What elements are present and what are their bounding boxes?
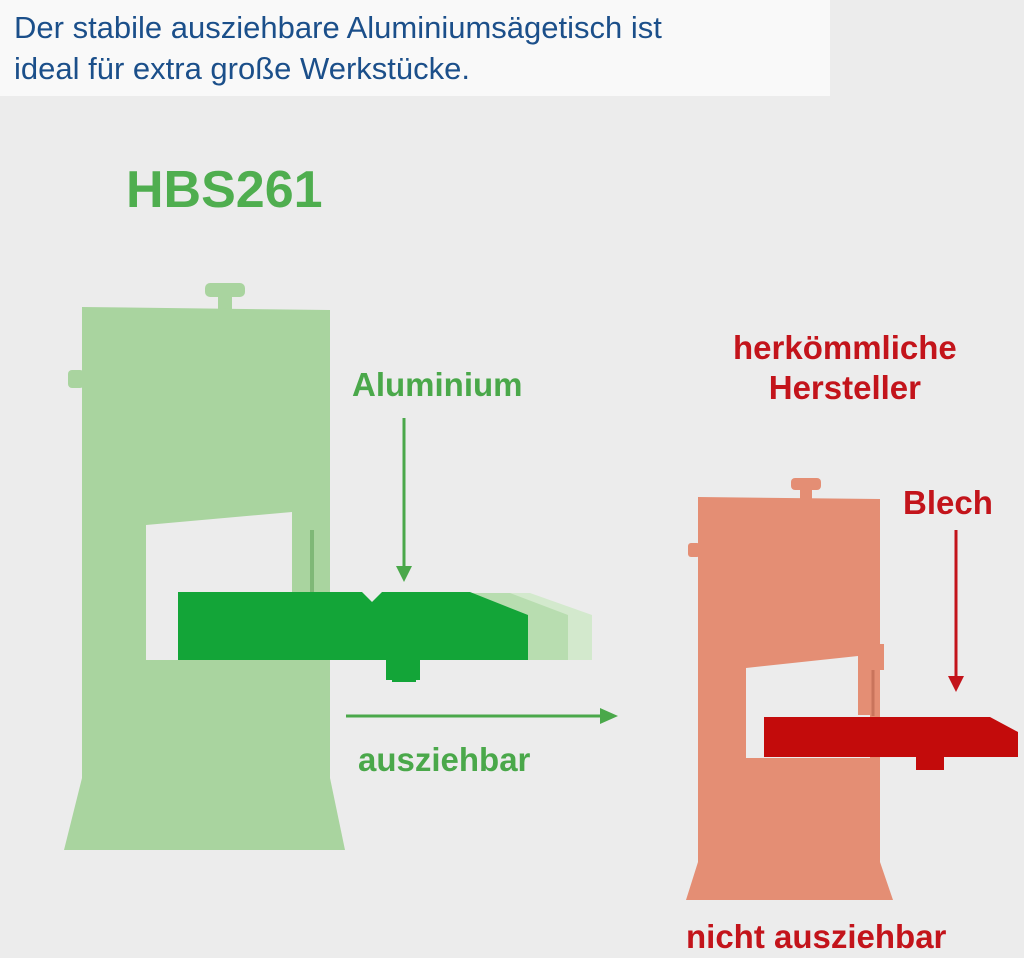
- left-blade-guide: [292, 497, 328, 530]
- not-extendable-label: nicht ausziehbar: [686, 918, 947, 955]
- right-side-knob: [688, 543, 700, 557]
- left-saw-table: [178, 592, 528, 680]
- header-line-1: Der stabile ausziehbare Aluminiumsägetis…: [14, 10, 662, 45]
- aluminium-label: Aluminium: [352, 366, 523, 403]
- left-table-clamp: [392, 676, 416, 682]
- left-knob-stem: [218, 295, 232, 309]
- left-side-knob: [68, 370, 84, 388]
- extendable-label: ausziehbar: [358, 741, 531, 778]
- conventional-label: herkömmliche Hersteller: [733, 328, 957, 408]
- right-tension-knob: [791, 478, 821, 490]
- conventional-label-line-1: herkömmliche: [733, 329, 957, 366]
- sheet-metal-label: Blech: [903, 484, 993, 521]
- right-saw-table: [764, 717, 1018, 770]
- left-bandsaw: [64, 283, 618, 850]
- conventional-label-line-2: Hersteller: [768, 369, 921, 406]
- extend-arrow-head: [600, 708, 618, 724]
- model-title: HBS261: [126, 161, 323, 219]
- right-blade-guide: [858, 644, 884, 670]
- right-bandsaw: [686, 478, 1018, 900]
- right-knob-stem: [800, 488, 812, 500]
- header-banner: Der stabile ausziehbare Aluminiumsägetis…: [0, 0, 830, 96]
- blech-arrow-head: [948, 676, 964, 692]
- header-line-2: ideal für extra große Werkstücke.: [14, 51, 470, 86]
- left-tension-knob: [205, 283, 245, 297]
- alu-arrow-head: [396, 566, 412, 582]
